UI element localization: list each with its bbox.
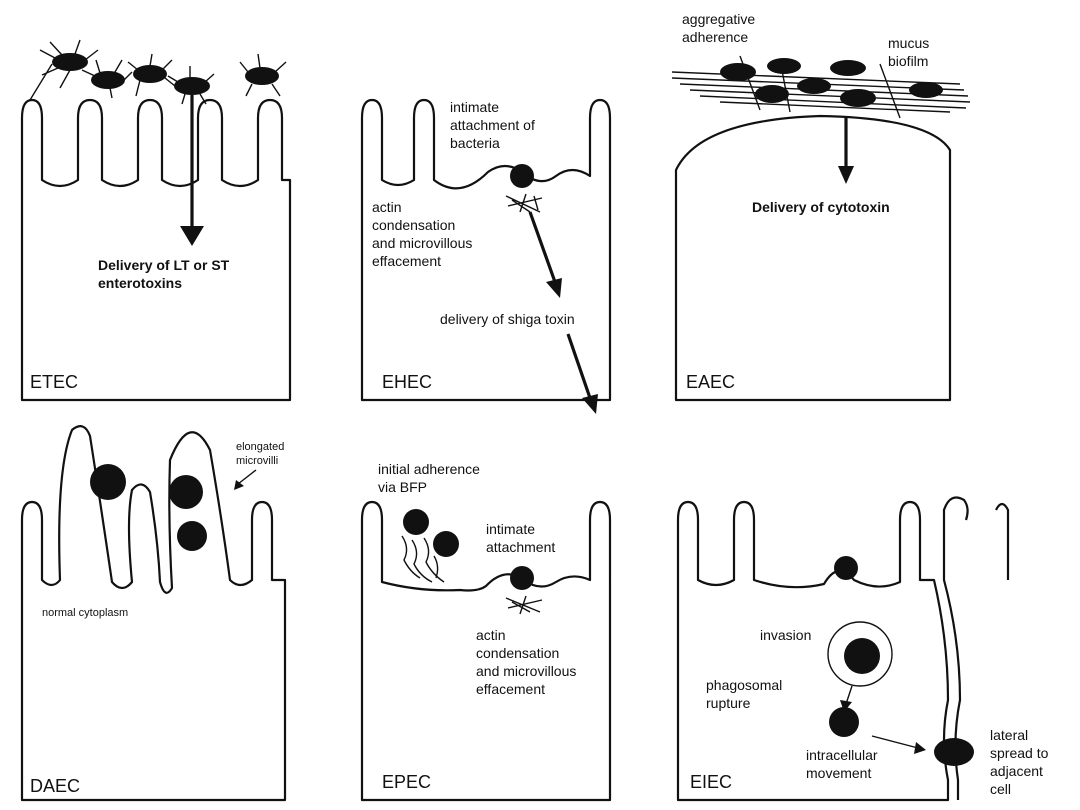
eiec-intra-label-2: movement [806, 765, 871, 781]
eiec-lateral-label-2: spread to [990, 745, 1049, 761]
ehec-arrow-1 [528, 211, 557, 283]
panel-epec: initial adherence via BFP intimate attac… [360, 461, 612, 802]
epec-bfp [401, 535, 445, 583]
epec-actin-label-4: effacement [476, 681, 545, 697]
ehec-attach-label-1: intimate [450, 99, 499, 115]
eaec-name: EAEC [686, 372, 735, 392]
eiec-lateral-label-1: lateral [990, 727, 1028, 743]
ehec-actin-label-4: effacement [372, 253, 441, 269]
eiec-adjacent-villus [995, 502, 1010, 580]
daec-cell-outline [20, 425, 287, 802]
daec-elongated-label-1: elongated [236, 441, 284, 453]
eiec-phago-label-1: phagosomal [706, 677, 782, 693]
eaec-delivery-label: Delivery of cytotoxin [752, 199, 890, 215]
daec-elongated-label-2: microvilli [236, 455, 278, 467]
epec-actin [505, 595, 543, 615]
ehec-actin [505, 193, 543, 213]
eiec-phago-label-2: rupture [706, 695, 751, 711]
daec-name: DAEC [30, 776, 80, 796]
panel-etec: Delivery of LT or ST enterotoxins ETEC [20, 39, 292, 402]
etec-cell-outline [20, 98, 292, 402]
eiec-bacterium-invading [834, 556, 858, 580]
epec-cell-outline [360, 500, 612, 802]
epec-bacterium-3 [510, 566, 534, 590]
eiec-bacterium-spreading [934, 738, 974, 766]
eaec-adherence-label-2: adherence [682, 29, 748, 45]
ehec-cell-outline [360, 98, 612, 402]
panel-eaec: aggregative adherence mucus biofilm Deli… [671, 11, 971, 402]
panel-eiec: invasion phagosomal rupture intracellula… [676, 496, 1049, 802]
eaec-mucus-label-2: biofilm [888, 53, 928, 69]
ehec-name: EHEC [382, 372, 432, 392]
daec-elongated-pointer [237, 469, 257, 485]
etec-bacteria [29, 39, 287, 105]
eiec-rupture-arrow [845, 685, 853, 705]
eiec-adjacent-membrane [942, 496, 969, 800]
ehec-delivery-label: delivery of shiga toxin [440, 311, 575, 327]
epec-initial-label-1: initial adherence [378, 461, 480, 477]
epec-actin-label-2: condensation [476, 645, 559, 661]
eaec-bacteria [720, 58, 943, 107]
daec-bacterium-3 [177, 521, 207, 551]
etec-arrowhead [180, 226, 204, 246]
eaec-cell-outline [674, 114, 952, 402]
eiec-cell-outline [676, 500, 950, 802]
epec-intimate-label-1: intimate [486, 521, 535, 537]
eiec-lateral-label-3: adjacent [990, 763, 1043, 779]
eaec-mucus-label-1: mucus [888, 35, 929, 51]
panel-daec: elongated microvilli normal cytoplasm DA… [20, 425, 287, 802]
ehec-actin-label-2: condensation [372, 217, 455, 233]
epec-initial-label-2: via BFP [378, 479, 427, 495]
ehec-bacterium [510, 164, 534, 188]
eiec-name: EIEC [690, 772, 732, 792]
epec-actin-label-3: and microvillous [476, 663, 576, 679]
daec-bacterium-1 [90, 464, 126, 500]
etec-name: ETEC [30, 372, 78, 392]
ehec-arrow-2 [566, 333, 592, 399]
eaec-arrowhead [838, 166, 854, 184]
etec-delivery-label-1: Delivery of LT or ST [98, 257, 230, 273]
eiec-invasion-label: invasion [760, 627, 811, 643]
ehec-arrowhead-2 [582, 394, 598, 414]
daec-bacterium-2 [169, 475, 203, 509]
eiec-bacterium-phagosome [844, 638, 880, 674]
eaec-adherence-label-1: aggregative [682, 11, 755, 27]
ehec-attach-label-2: attachment of [450, 117, 535, 133]
eiec-phagosome [827, 621, 893, 687]
epec-name: EPEC [382, 772, 431, 792]
epec-intimate-label-2: attachment [486, 539, 555, 555]
epec-actin-label-1: actin [476, 627, 506, 643]
eiec-spread-head [914, 742, 926, 754]
eiec-lateral-label-4: cell [990, 781, 1011, 797]
epec-bacterium-1 [403, 509, 429, 535]
ehec-actin-label-3: and microvillous [372, 235, 472, 251]
ehec-attach-label-3: bacteria [450, 135, 500, 151]
eiec-bacterium-free [829, 707, 859, 737]
panel-ehec: intimate attachment of bacteria actin co… [360, 98, 612, 414]
daec-pointer-head [234, 480, 244, 490]
etec-delivery-label-2: enterotoxins [98, 275, 182, 291]
ehec-actin-label-1: actin [372, 199, 402, 215]
epec-bacterium-2 [433, 531, 459, 557]
daec-cytoplasm-label: normal cytoplasm [42, 607, 128, 619]
ehec-arrowhead-1 [546, 278, 562, 298]
eiec-spread-arrow [871, 735, 919, 749]
eiec-intra-label-1: intracellular [806, 747, 878, 763]
